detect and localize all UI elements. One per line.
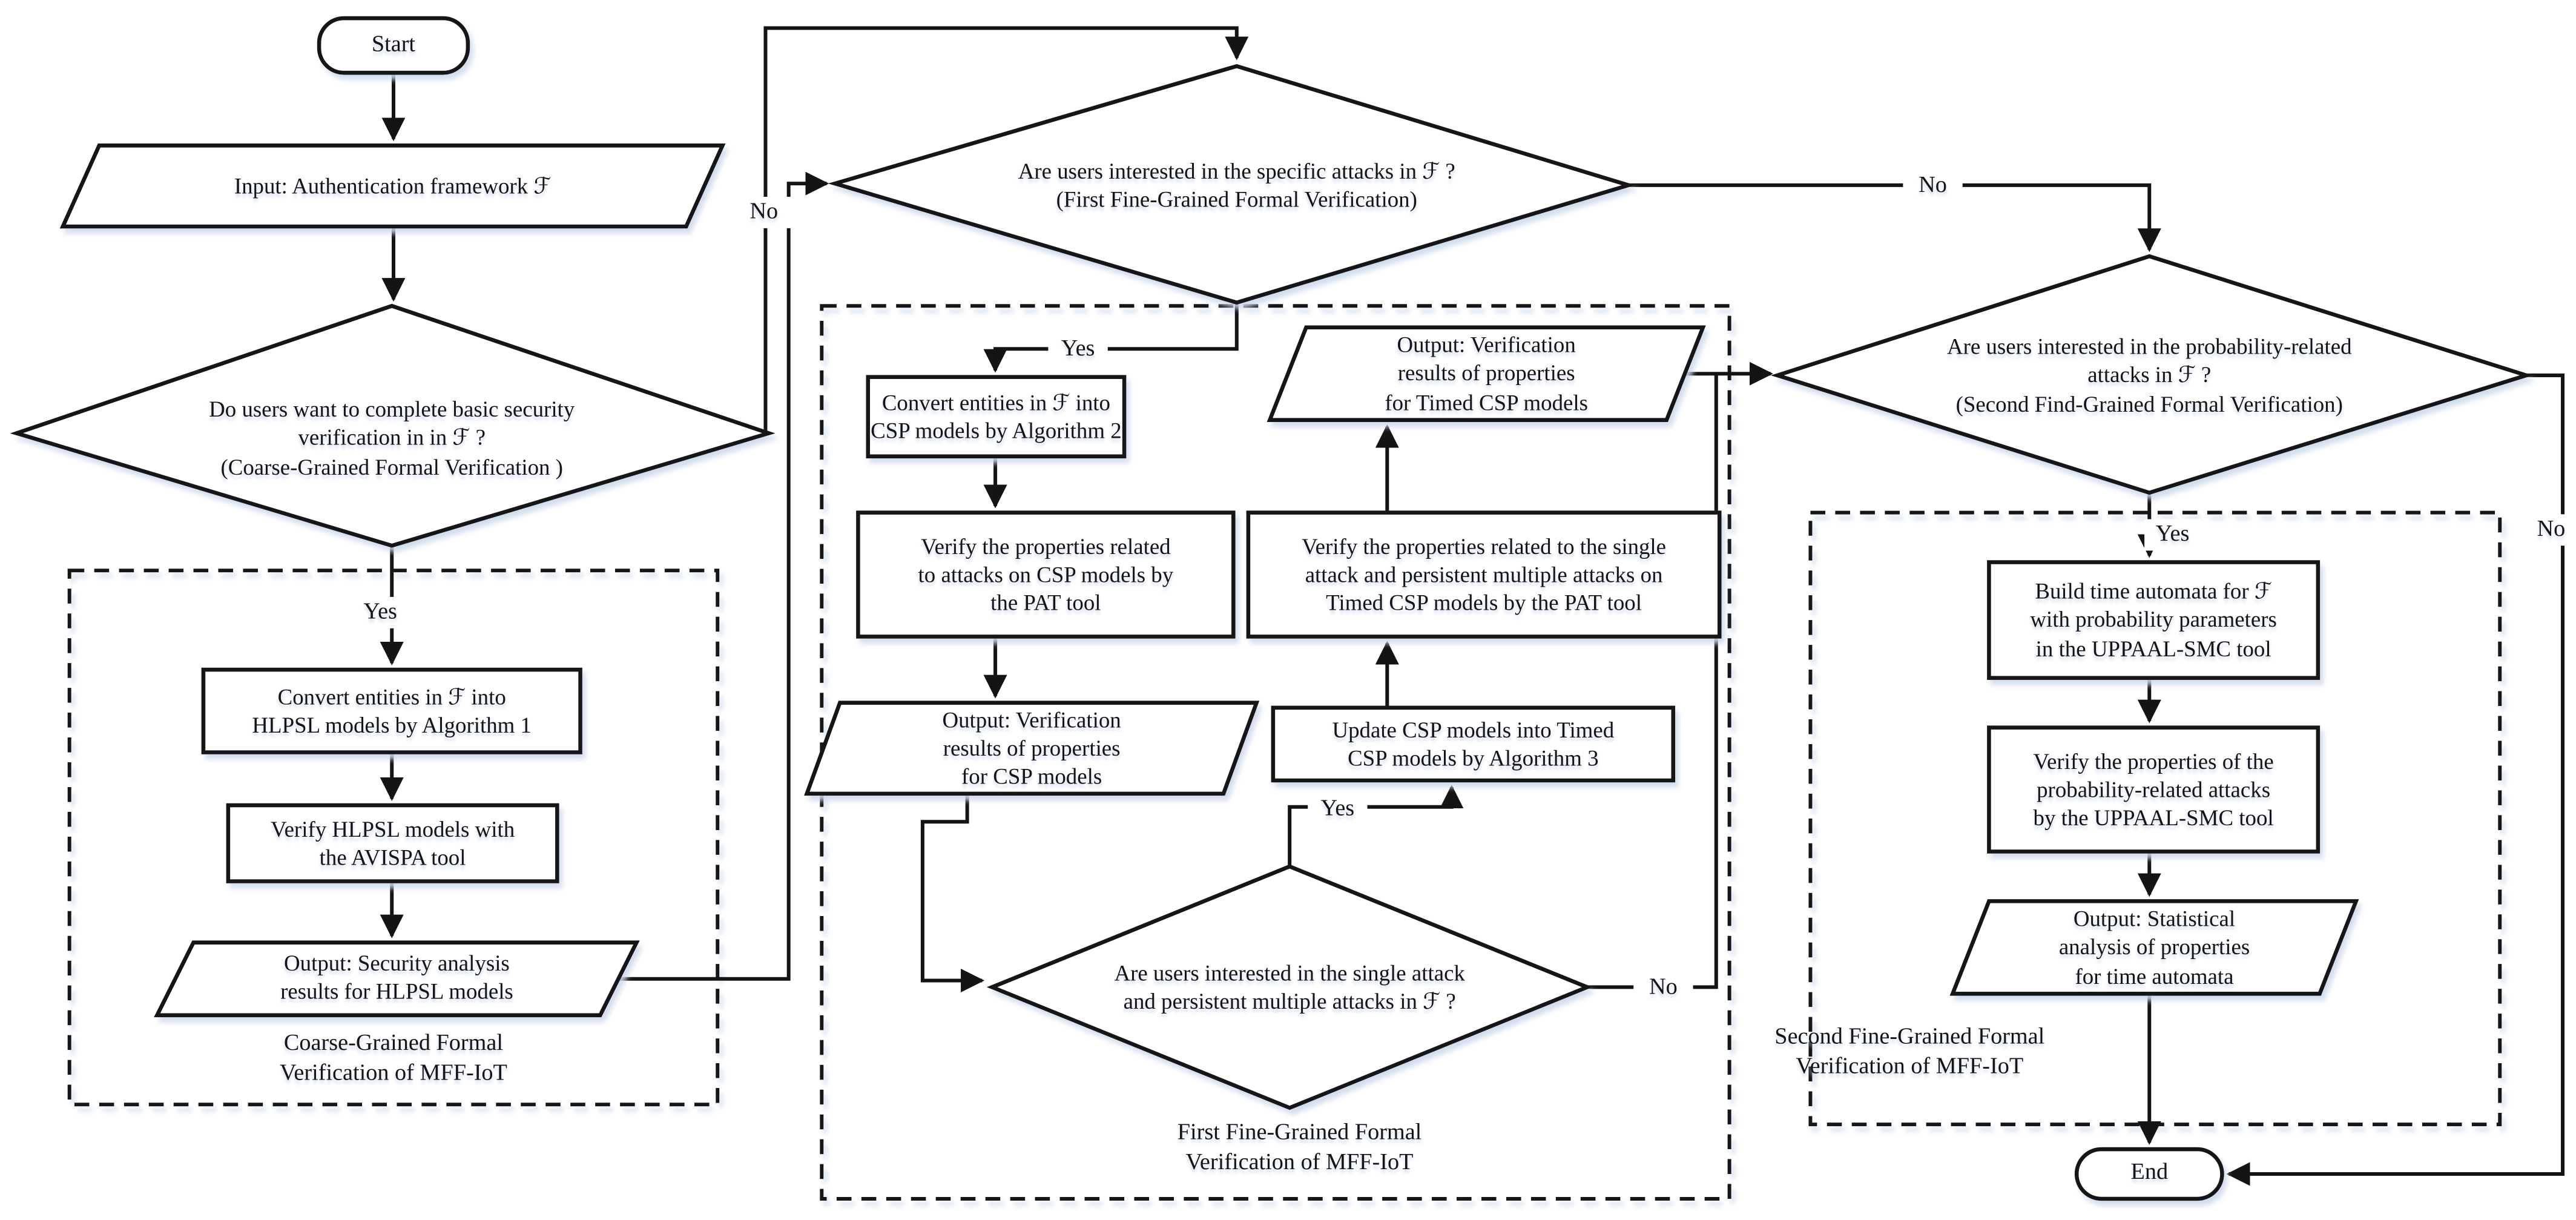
verify-pat-label: Verify the properties related to attacks… xyxy=(918,533,1174,616)
edge-specific-yes xyxy=(983,302,1239,373)
coarse-decision-diamond-shape xyxy=(10,303,776,548)
edge-label-no-single: No xyxy=(1633,972,1693,1004)
convert-csp-box-shape xyxy=(866,375,1127,459)
input-label: Input: Authentication framework ℱ xyxy=(234,173,552,199)
convert-hlpsl-box-shape xyxy=(201,667,582,754)
verify-uppaal-label: Verify the properties of the probability… xyxy=(2033,748,2274,831)
output-timed-label: Output: Verification results of properti… xyxy=(1385,332,1588,415)
verify-timed-label: Verify the properties related to the sin… xyxy=(1302,533,1667,616)
output-statistical-parallelogram-shape xyxy=(1949,899,2359,996)
edge-specific-no xyxy=(1629,183,2161,252)
build-automata-label: Build time automata for ℱ with probabili… xyxy=(2030,579,2277,661)
verify-uppaal-box-shape xyxy=(1987,725,2321,854)
edge-label-no-probability: No xyxy=(2526,514,2576,546)
single-decision-label: Are users interested in the single attac… xyxy=(1114,960,1465,1014)
first-fine-grained-caption: First Fine-Grained Formal Verification o… xyxy=(1177,1121,1422,1176)
specific-decision-label: Are users interested in the specific att… xyxy=(1018,158,1455,212)
probability-decision-label: Are users interested in the probability-… xyxy=(1947,334,2352,417)
end-label: End xyxy=(2130,1161,2169,1186)
start-terminator-shape xyxy=(317,16,470,75)
build-automata-box-shape xyxy=(1987,560,2321,680)
input-parallelogram-shape xyxy=(59,143,726,229)
output-hlpsl-label: Output: Security analysis results for HL… xyxy=(280,950,513,1004)
edge-label-no-coarse: No xyxy=(734,196,794,228)
coarse-decision-label: Do users want to complete basic security… xyxy=(209,397,575,479)
edge-label-yes-probability: Yes xyxy=(2144,519,2201,551)
edge-label-yes-coarse: Yes xyxy=(350,596,410,628)
edge-outputcsp-to-single-decision xyxy=(920,793,985,993)
output-timed-parallelogram-shape xyxy=(1267,325,1706,422)
output-csp-parallelogram-shape xyxy=(804,701,1260,796)
edge-coarse-no xyxy=(763,26,1249,434)
edge-probability-no xyxy=(2226,373,2565,1186)
verify-avispa-box-shape xyxy=(226,803,559,883)
convert-hlpsl-label: Convert entities in ℱ into HLPSL models … xyxy=(252,684,532,738)
update-csp-label: Update CSP models into Timed CSP models … xyxy=(1332,717,1615,771)
specific-decision-diamond-shape xyxy=(828,64,1636,305)
convert-csp-label: Convert entities in ℱ into CSP models by… xyxy=(871,390,1122,443)
output-csp-label: Output: Verification results of properti… xyxy=(942,707,1121,789)
output-hlpsl-parallelogram-shape xyxy=(154,940,640,1018)
edge-label-yes-single: Yes xyxy=(1308,793,1368,825)
edge-label-no-first: No xyxy=(1903,170,1963,202)
single-decision-diamond-shape xyxy=(986,864,1593,1110)
verify-timed-box-shape xyxy=(1246,510,1722,639)
start-label: Start xyxy=(371,32,416,58)
output-statistical-label: Output: Statistical analysis of properti… xyxy=(2058,906,2250,988)
coarse-grained-caption: Coarse-Grained Formal Verification of MF… xyxy=(280,1031,507,1087)
second-fine-grained-caption: Second Fine-Grained Formal Verification … xyxy=(1774,1024,2045,1080)
end-terminator-shape xyxy=(2074,1147,2224,1201)
edge-outputhlpsl-to-specific-decision xyxy=(618,171,829,981)
edge-label-yes-first: Yes xyxy=(1048,334,1108,366)
update-csp-box-shape xyxy=(1271,705,1676,783)
edge-single-no-return xyxy=(1587,374,1718,989)
probability-decision-diamond-shape xyxy=(1771,254,2533,495)
verify-avispa-label: Verify HLPSL models with the AVISPA tool xyxy=(271,816,515,870)
edge-single-yes xyxy=(1288,785,1464,867)
verify-pat-box-shape xyxy=(856,510,1236,639)
